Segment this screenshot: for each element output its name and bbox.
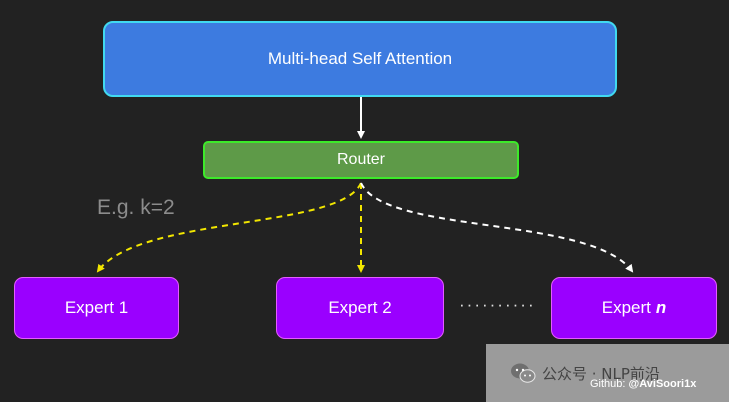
- watermark-text: 公众号 · NLP前沿: [542, 364, 660, 383]
- expert-1-label: Expert 1: [64, 298, 129, 317]
- credit-handle: @AviSoori1x: [628, 378, 697, 390]
- expert-2-label: Expert 2: [328, 298, 392, 317]
- expert-n-block: Expert n: [551, 277, 717, 339]
- expert-2-block: Expert 2: [276, 277, 444, 339]
- watermark: 公众号 · NLP前沿: [486, 344, 729, 402]
- router-block: Router: [203, 141, 519, 179]
- router-label: Router: [336, 151, 386, 168]
- credit-prefix: Github:: [590, 378, 629, 390]
- expert-1-block: Expert 1: [14, 277, 179, 339]
- top-k-annotation: E.g. k=2: [97, 196, 175, 219]
- arrow-router-to-expert-1: [96, 182, 362, 273]
- ellipsis: ··········: [459, 295, 536, 314]
- attention-block: Multi-head Self Attention: [103, 21, 617, 97]
- attention-label: Multi-head Self Attention: [267, 49, 453, 68]
- expert-n-prefix: Expert: [601, 298, 651, 317]
- github-credit: Github: @AviSoori1x: [590, 378, 696, 390]
- arrow-router-to-expert-n: [360, 182, 634, 273]
- wechat-icon: [511, 363, 536, 383]
- expert-n-symbol: n: [655, 298, 667, 317]
